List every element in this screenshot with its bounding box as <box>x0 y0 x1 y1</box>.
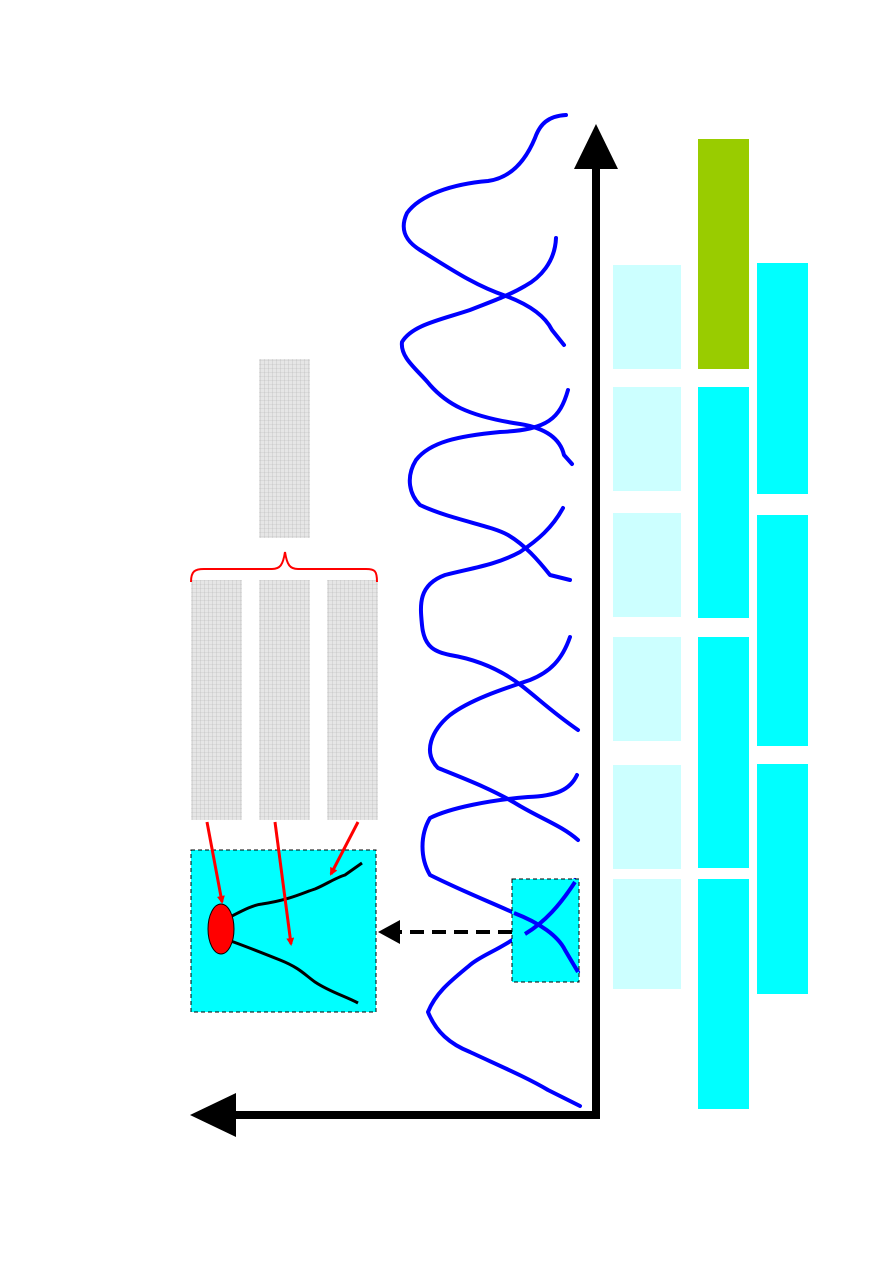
arrow-up-icon <box>574 124 618 169</box>
grid-panel-top <box>259 359 310 538</box>
block-column-a <box>613 265 681 989</box>
cyan-block-b1 <box>698 387 749 618</box>
wave-curve-3 <box>407 388 572 582</box>
red-ellipse-icon <box>207 903 235 955</box>
green-block-top <box>698 139 749 369</box>
cyan-block-c3 <box>757 764 808 994</box>
light-cyan-block-3 <box>613 513 681 617</box>
grid-panel-bottom-2 <box>259 580 310 820</box>
cyan-block-c1 <box>757 263 808 494</box>
wave-curve-4 <box>418 506 580 732</box>
red-arrows <box>205 821 360 946</box>
axes <box>190 124 618 1137</box>
cyan-block-c2 <box>757 515 808 746</box>
detail-fiber-lower <box>227 938 359 1005</box>
grid-panels <box>191 359 378 820</box>
red-arrow-3 <box>329 821 360 876</box>
dashed-pointer-head <box>378 920 400 944</box>
grid-panel-bottom-1 <box>191 580 242 820</box>
arrow-left-icon <box>190 1093 236 1137</box>
wave-curve-5 <box>428 635 580 842</box>
detail-fiber-upper <box>227 861 363 920</box>
light-cyan-block-1 <box>613 265 681 369</box>
wave-curve-2 <box>399 236 574 466</box>
grid-panel-bottom-3 <box>327 580 378 820</box>
block-column-c <box>757 263 808 994</box>
red-arrow-2 <box>273 821 295 946</box>
red-arrow-1 <box>205 821 225 904</box>
zoom-detail <box>190 849 377 1013</box>
wave-curve-1 <box>401 113 568 347</box>
zoom-source-curve-b <box>513 911 580 974</box>
light-cyan-block-4 <box>613 637 681 741</box>
light-cyan-block-5 <box>613 765 681 869</box>
zoom-source-curve-a <box>523 880 577 936</box>
cyan-block-b2 <box>698 637 749 868</box>
block-column-b <box>698 139 749 1109</box>
light-cyan-block-2 <box>613 387 681 491</box>
green-block-bottom <box>698 879 749 1109</box>
dashed-arrow-left-icon <box>378 920 512 944</box>
light-cyan-block-6 <box>613 879 681 989</box>
curly-brace-icon <box>190 551 378 583</box>
